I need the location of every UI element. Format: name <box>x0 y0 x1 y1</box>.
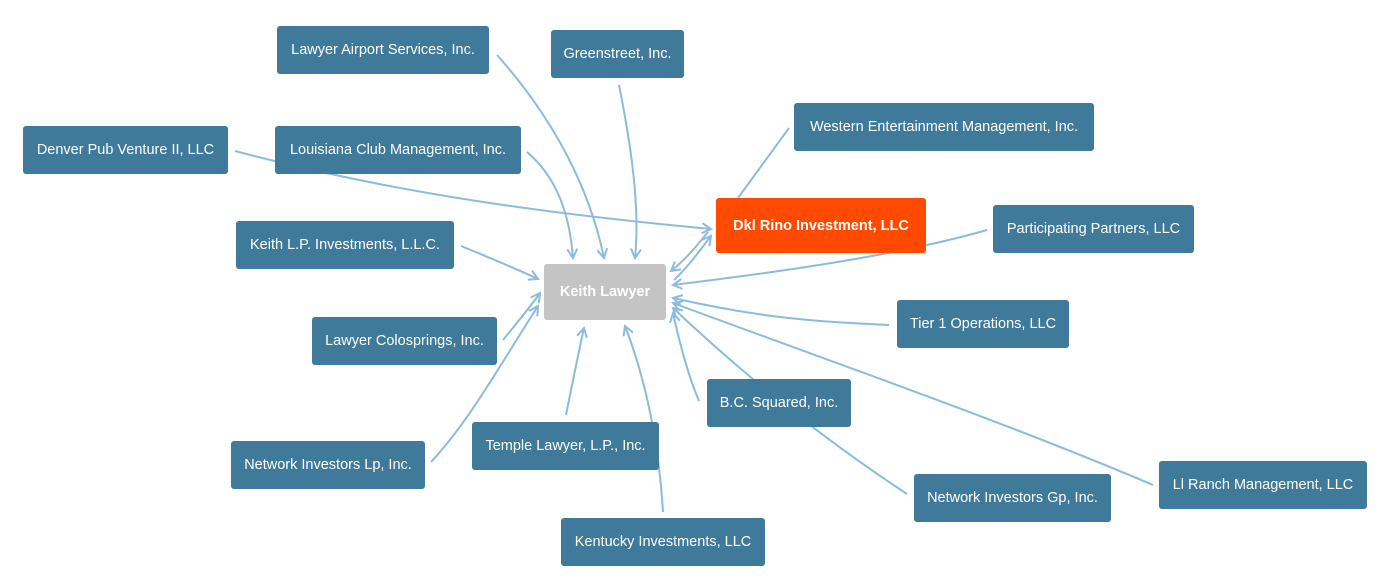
node-western-entertainment-management[interactable]: Western Entertainment Management, Inc. <box>794 103 1094 151</box>
node-tier-1-operations[interactable]: Tier 1 Operations, LLC <box>897 300 1069 348</box>
edge-western-keith <box>737 127 790 199</box>
edge-participating-keith <box>673 229 988 285</box>
node-lawyer-colosprings[interactable]: Lawyer Colosprings, Inc. <box>312 317 497 365</box>
edge-bcsquared-keith <box>673 313 700 402</box>
node-ll-ranch-management[interactable]: Ll Ranch Management, LLC <box>1159 461 1367 509</box>
node-network-investors-gp[interactable]: Network Investors Gp, Inc. <box>914 474 1111 522</box>
edge-tier1-keith <box>673 298 890 326</box>
edge-airport-keith <box>496 54 604 258</box>
edge-ranch-keith <box>673 303 1154 486</box>
node-greenstreet[interactable]: Greenstreet, Inc. <box>551 30 684 78</box>
node-kentucky-investments[interactable]: Kentucky Investments, LLC <box>561 518 765 566</box>
edge-colosprings-keith <box>502 293 540 341</box>
edge-kentucky-keith <box>625 326 664 513</box>
node-bc-squared[interactable]: B.C. Squared, Inc. <box>707 379 851 427</box>
node-denver-pub-venture[interactable]: Denver Pub Venture II, LLC <box>23 126 228 174</box>
edge-keithlp-keith <box>460 245 538 279</box>
edge-louisiana-keith <box>526 151 573 258</box>
edge-keith-dkl <box>673 236 711 281</box>
edge-netlp-keith <box>430 306 538 463</box>
edge-dkl-keith <box>671 231 709 271</box>
node-keith-lp-investments[interactable]: Keith L.P. Investments, L.L.C. <box>236 221 454 269</box>
edge-temple-keith <box>565 328 584 416</box>
node-dkl-rino-investment[interactable]: Dkl Rino Investment, LLC <box>716 198 926 253</box>
node-temple-lawyer[interactable]: Temple Lawyer, L.P., Inc. <box>472 422 659 470</box>
node-participating-partners[interactable]: Participating Partners, LLC <box>993 205 1194 253</box>
node-network-investors-lp[interactable]: Network Investors Lp, Inc. <box>231 441 425 489</box>
node-lawyer-airport-services[interactable]: Lawyer Airport Services, Inc. <box>277 26 489 74</box>
node-keith-lawyer[interactable]: Keith Lawyer <box>544 264 666 320</box>
node-louisiana-club-management[interactable]: Louisiana Club Management, Inc. <box>275 126 521 174</box>
edge-greenstreet-keith <box>618 84 637 258</box>
